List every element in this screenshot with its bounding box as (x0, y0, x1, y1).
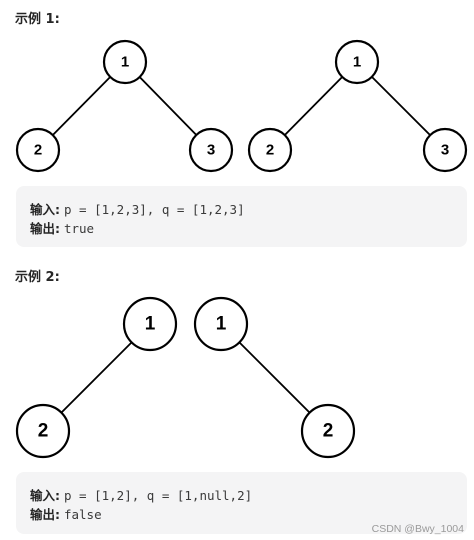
tree-node: 1 (102, 39, 148, 85)
output-line: 输出: false (30, 505, 453, 524)
tree-node: 2 (15, 127, 61, 173)
node-label: 2 (34, 142, 42, 159)
output-label: 输出: (30, 507, 60, 522)
input-value: p = [1,2], q = [1,null,2] (63, 488, 253, 503)
example-2-code-block: 输入: p = [1,2], q = [1,null,2] 输出: false (16, 472, 467, 534)
input-label: 输入: (30, 202, 60, 217)
node-label: 3 (441, 142, 449, 159)
output-label: 输出: (30, 221, 60, 236)
node-label: 2 (38, 421, 49, 442)
output-value: true (63, 221, 95, 236)
tree-node: 2 (15, 403, 71, 459)
tree-node: 3 (188, 127, 234, 173)
tree-node: 1 (122, 296, 178, 352)
node-label: 2 (266, 142, 274, 159)
watermark: CSDN @Bwy_1004 (371, 523, 464, 535)
tree-node: 3 (422, 127, 468, 173)
node-label: 1 (145, 314, 156, 335)
node-label: 1 (121, 54, 129, 71)
tree-node: 1 (193, 296, 249, 352)
node-label: 2 (323, 421, 334, 442)
output-line: 输出: true (30, 219, 453, 238)
tree-node: 2 (300, 403, 356, 459)
output-value: false (63, 507, 102, 522)
input-label: 输入: (30, 488, 60, 503)
node-label: 3 (207, 142, 215, 159)
input-line: 输入: p = [1,2,3], q = [1,2,3] (30, 200, 453, 219)
input-line: 输入: p = [1,2], q = [1,null,2] (30, 486, 453, 505)
example-2-heading: 示例 2: (15, 270, 60, 285)
input-value: p = [1,2,3], q = [1,2,3] (63, 202, 245, 217)
node-label: 1 (216, 314, 227, 335)
tree-node: 2 (247, 127, 293, 173)
tree-node: 1 (334, 39, 380, 85)
node-label: 1 (353, 54, 361, 71)
example-1-code-block: 输入: p = [1,2,3], q = [1,2,3] 输出: true (16, 186, 467, 247)
example-1-heading: 示例 1: (15, 12, 60, 27)
